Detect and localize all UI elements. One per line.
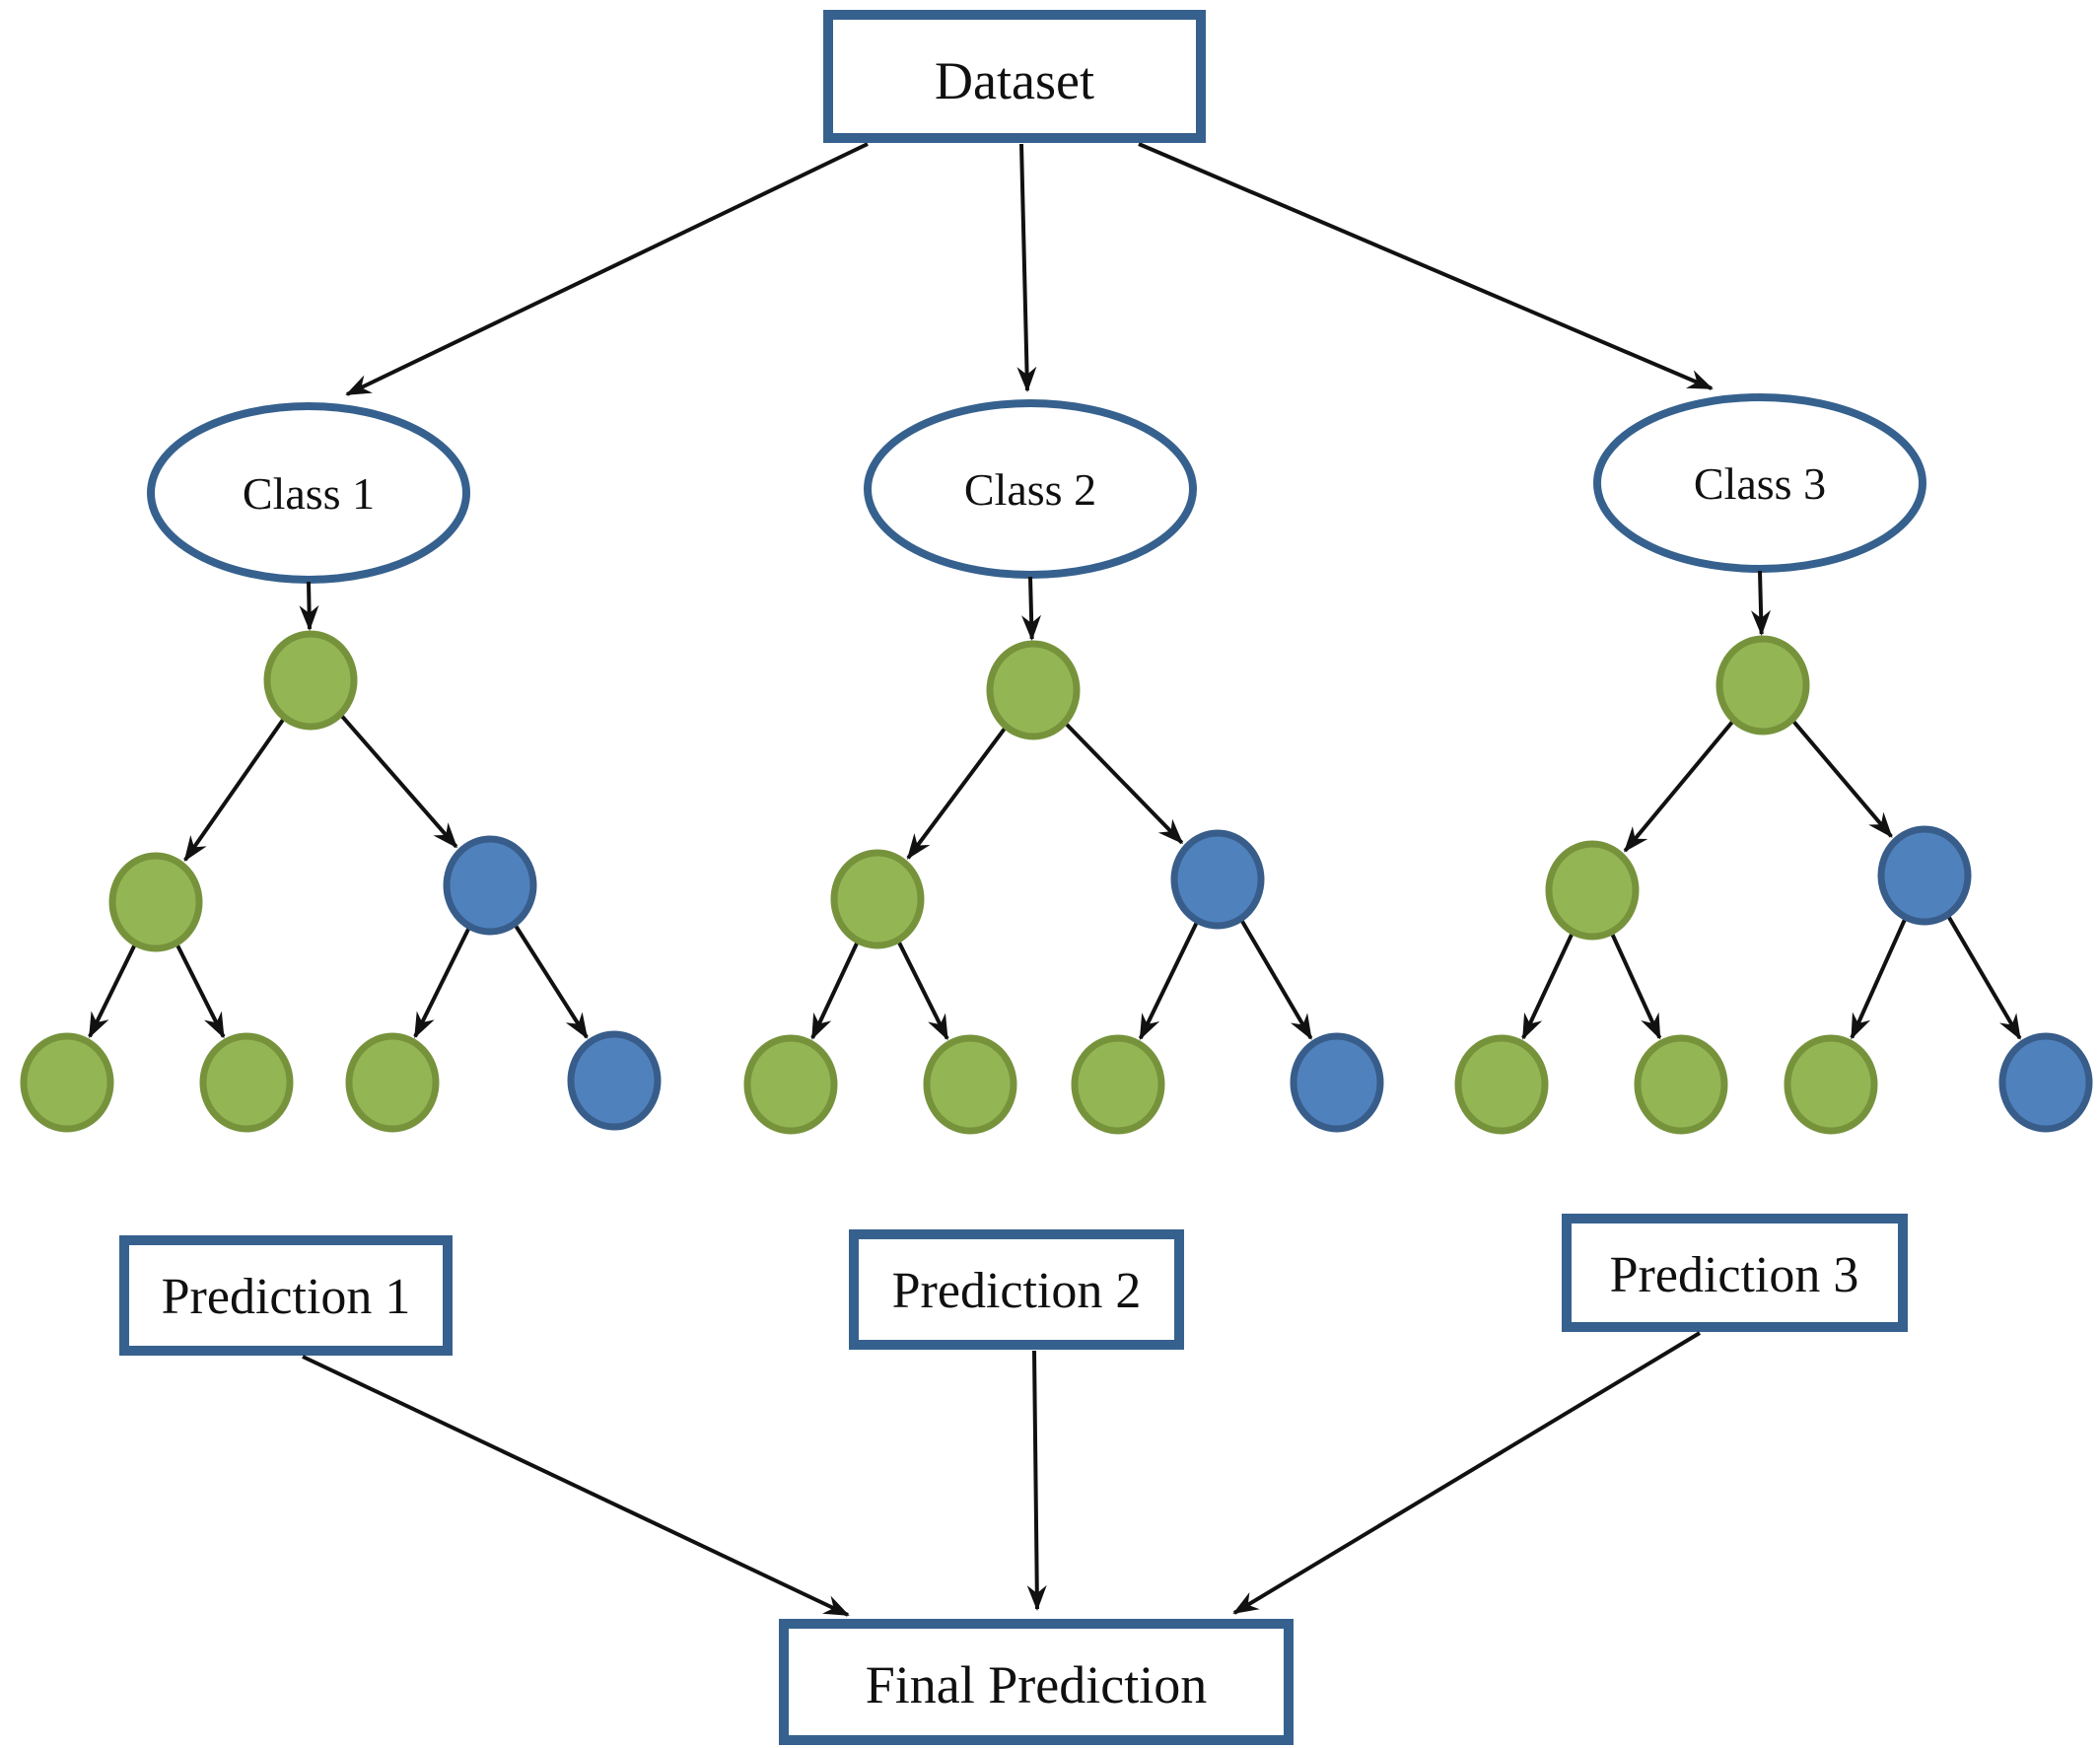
- tree-1-edge-child2-leaf4: [507, 914, 589, 1039]
- tree-2: [743, 576, 1384, 1135]
- tree-2-child-2-node: [1170, 829, 1265, 930]
- tree-2-edge-child2-leaf3: [1138, 910, 1205, 1041]
- tree-3-root-node: [1715, 635, 1810, 735]
- prediction1-label: Prediction 1: [162, 1269, 411, 1325]
- final-prediction-box: [779, 1619, 1294, 1745]
- class1-ellipse: [147, 402, 470, 584]
- tree-3-leaf-1-node: [1454, 1034, 1549, 1135]
- tree-1-edge-root-child2: [332, 705, 458, 849]
- tree-1-arrow-class-to-root: [299, 581, 319, 632]
- tree-3-edge-root-child2: [1784, 711, 1893, 838]
- tree-1-edge-root-child1: [183, 708, 293, 862]
- arrow-prediction3-to-final: [1232, 1331, 1702, 1615]
- arrow-prediction1-to-final: [302, 1355, 850, 1617]
- class3-ellipse: [1593, 393, 1926, 573]
- tree-3-arrow-class-to-root: [1751, 570, 1772, 637]
- tree-3-leaf-2-node: [1634, 1034, 1728, 1135]
- dataset-arrows: [345, 142, 1714, 396]
- arrow-prediction2-to-final: [1026, 1350, 1047, 1611]
- tree-2-edge-root-child2: [1056, 714, 1184, 845]
- prediction1-box: [119, 1235, 453, 1356]
- tree-1-leaf-3-node: [345, 1032, 440, 1133]
- tree-2-leaf-2-node: [923, 1034, 1017, 1135]
- prediction-arrows: [302, 1331, 1702, 1617]
- class3-label: Class 3: [1694, 458, 1826, 509]
- tree-3-edge-child1-leaf2: [1605, 921, 1662, 1040]
- forest: [20, 570, 2093, 1135]
- class1-label: Class 1: [243, 468, 375, 519]
- tree-3: [1454, 570, 2093, 1135]
- tree-2-edge-child1-leaf2: [891, 930, 949, 1041]
- class2-ellipse: [864, 399, 1197, 579]
- final-prediction-label: Final Prediction: [866, 1655, 1207, 1714]
- prediction2-label: Prediction 2: [892, 1263, 1142, 1319]
- tree-3-leaf-4-node: [1998, 1032, 2093, 1133]
- tree-2-edge-child1-leaf1: [810, 930, 865, 1040]
- dataset-label: Dataset: [935, 51, 1094, 110]
- tree-3-edge-child2-leaf3: [1850, 907, 1913, 1040]
- class-ellipses: Class 1 Class 2 Class 3: [147, 393, 1926, 584]
- tree-3-edge-root-child1: [1623, 711, 1742, 853]
- tree-2-edge-child2-leaf4: [1233, 909, 1313, 1040]
- dataset-box: [823, 10, 1206, 143]
- tree-2-arrow-class-to-root: [1021, 576, 1042, 642]
- prediction2-box: [849, 1229, 1184, 1350]
- tree-3-child-2-node: [1877, 825, 1972, 926]
- tree-2-edge-root-child1: [906, 717, 1015, 860]
- tree-3-leaf-3-node: [1784, 1034, 1878, 1135]
- tree-3-edge-child2-leaf4: [1940, 905, 2022, 1040]
- prediction3-label: Prediction 3: [1610, 1247, 1859, 1303]
- tree-1-edge-child2-leaf3: [413, 916, 476, 1039]
- tree-1-leaf-2-node: [199, 1032, 294, 1133]
- arrow-dataset-to-class2: [1016, 143, 1037, 392]
- tree-1-child-1-node: [108, 852, 203, 952]
- tree-2-child-1-node: [830, 849, 925, 949]
- prediction-boxes: Prediction 1 Prediction 2 Prediction 3: [119, 1214, 1908, 1356]
- tree-2-leaf-1-node: [743, 1034, 838, 1135]
- tree-1-edge-child1-leaf1: [88, 933, 142, 1039]
- tree-1-edge-child1-leaf2: [170, 933, 226, 1039]
- tree-2-leaf-4-node: [1290, 1032, 1384, 1133]
- tree-2-leaf-3-node: [1071, 1034, 1165, 1135]
- arrow-dataset-to-class1: [345, 142, 869, 396]
- tree-1-child-2-node: [443, 835, 537, 936]
- tree-3-child-1-node: [1545, 840, 1640, 941]
- tree-1-leaf-4-node: [567, 1030, 662, 1131]
- tree-1-leaf-1-node: [20, 1032, 114, 1133]
- arrow-dataset-to-class3: [1138, 142, 1714, 390]
- tree-2-root-node: [986, 640, 1081, 740]
- tree-3-edge-child1-leaf1: [1521, 921, 1579, 1040]
- prediction3-box: [1562, 1214, 1908, 1332]
- tree-1: [20, 581, 662, 1133]
- class2-label: Class 2: [964, 464, 1096, 515]
- tree-1-root-node: [263, 630, 358, 731]
